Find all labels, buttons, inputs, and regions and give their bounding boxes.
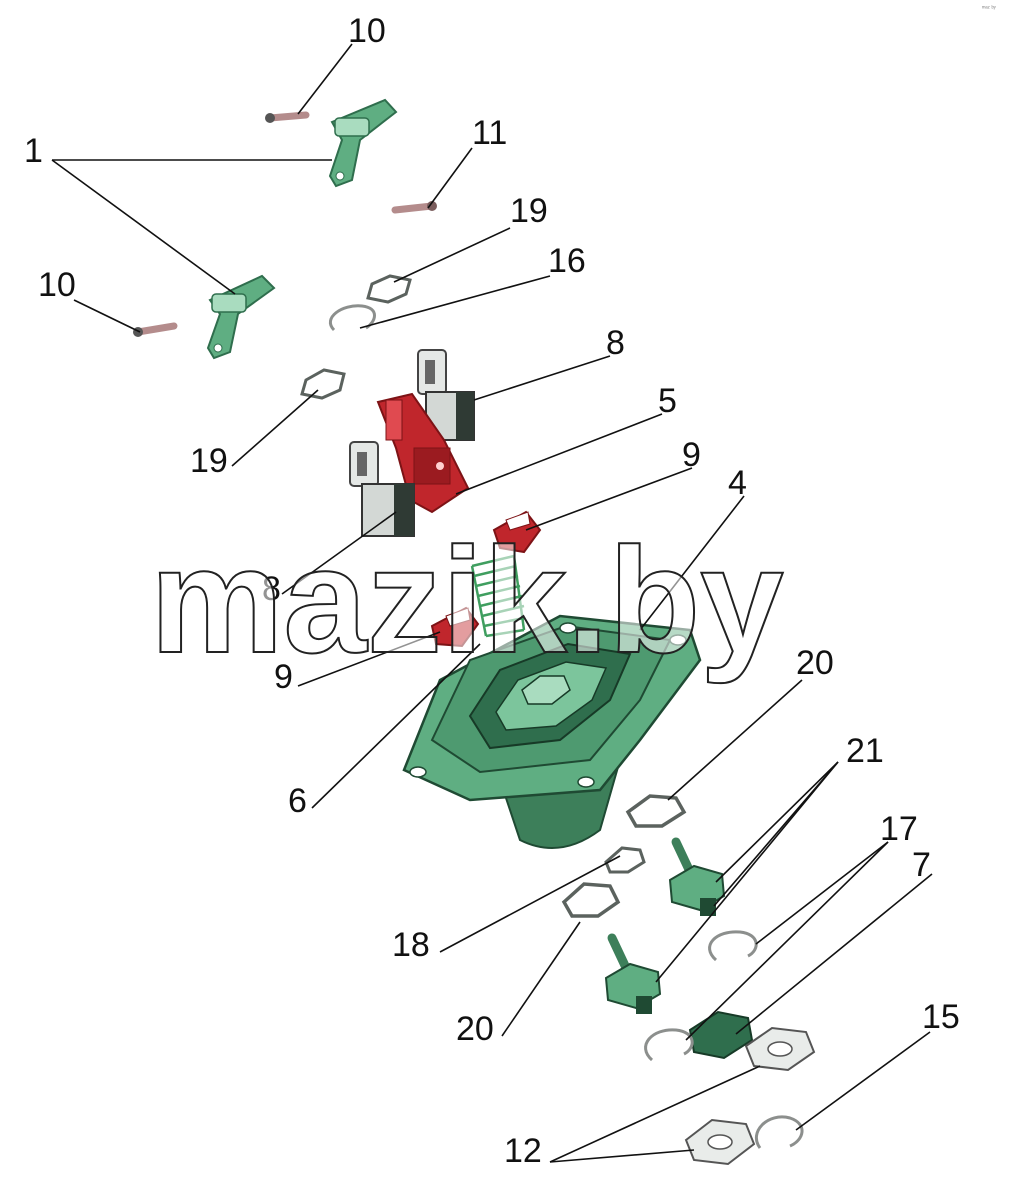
- part-17-ring-lower: [644, 1028, 694, 1062]
- part-10-pin-top: [265, 111, 310, 123]
- callout-16: 16: [548, 242, 586, 280]
- spring: [470, 554, 526, 638]
- callout-11: 11: [472, 114, 507, 152]
- callout-19-top: 19: [510, 192, 548, 230]
- callout-numbers: 10 1 11 19 16 10 8 5 19 9 4 8 9 20 6 21 …: [24, 12, 960, 1170]
- part-21-stud-upper: [668, 837, 726, 916]
- part-20-washer-upper: [625, 794, 687, 828]
- part-4-main-body: [402, 614, 702, 849]
- corner-mark: ᵐᵃᶻ ᵇʸ: [982, 5, 996, 12]
- part-9-clip-upper: [492, 510, 542, 554]
- callout-7: 7: [912, 846, 931, 884]
- callout-10-left: 10: [38, 266, 76, 304]
- part-5-red-housing: [376, 392, 470, 514]
- part-15-ring: [754, 1115, 804, 1149]
- part-11-pin: [391, 201, 437, 214]
- part-1-lever-top: [328, 98, 398, 188]
- callout-9-upper: 9: [682, 436, 701, 474]
- part-17-ring-right: [708, 930, 758, 962]
- part-7-nut: [688, 1010, 754, 1060]
- part-19-washer-top: [366, 274, 412, 304]
- callout-19-left: 19: [190, 442, 228, 480]
- watermark-text: mazik.by: [150, 516, 784, 684]
- callout-21: 21: [846, 732, 884, 770]
- callout-6: 6: [288, 782, 307, 820]
- callout-17: 17: [880, 810, 918, 848]
- callout-10-top: 10: [348, 12, 386, 50]
- callout-8-upper: 8: [606, 324, 625, 362]
- part-9-clip-lower: [430, 606, 480, 648]
- part-1-lever-lower: [206, 274, 276, 360]
- part-19-washer-left: [300, 368, 346, 400]
- callout-20-upper: 20: [796, 644, 834, 682]
- part-16-retaining-ring: [329, 304, 376, 332]
- callout-1: 1: [24, 132, 43, 170]
- part-18-washer: [604, 846, 646, 874]
- part-8-plunger-upper: [417, 349, 475, 441]
- part-8-plunger-lower: [349, 441, 415, 537]
- part-20-washer-lower: [561, 882, 621, 918]
- callout-15: 15: [922, 998, 960, 1036]
- leader-lines: [51, 43, 933, 1163]
- part-12-nut-upper: [744, 1026, 816, 1072]
- callout-8-lower: 8: [262, 570, 281, 608]
- part-12-nut-lower: [684, 1118, 756, 1166]
- callout-20-lower: 20: [456, 1010, 494, 1048]
- callout-4: 4: [728, 464, 747, 502]
- callout-9-lower: 9: [274, 658, 293, 696]
- callout-5: 5: [658, 382, 677, 420]
- callout-18: 18: [392, 926, 430, 964]
- part-21-stud-lower: [604, 933, 662, 1014]
- callout-12: 12: [504, 1132, 542, 1170]
